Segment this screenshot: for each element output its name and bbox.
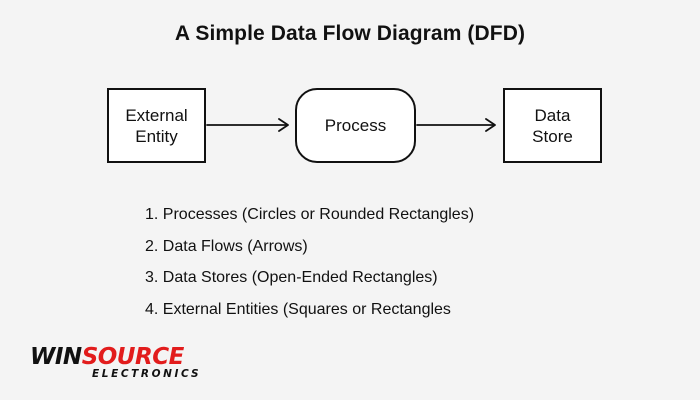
list-item: 2. Data Flows (Arrows) bbox=[145, 237, 308, 255]
logo-subtitle: ELECTRONICS bbox=[92, 368, 202, 380]
dfd-diagram: External Entity Process Data Store bbox=[107, 88, 602, 163]
arrow-entity-to-process bbox=[206, 118, 289, 132]
logo-brand-left: WIN bbox=[30, 344, 82, 370]
external-entity-box: External Entity bbox=[107, 88, 206, 163]
list-item: 3. Data Stores (Open-Ended Rectangles) bbox=[145, 269, 438, 286]
list-item: 1. Processes (Circles or Rounded Rectang… bbox=[145, 206, 475, 223]
process-label: Process bbox=[324, 116, 387, 135]
dfd-components-list: 1. Processes (Circles or Rounded Rectang… bbox=[145, 204, 474, 330]
page-title: A Simple Data Flow Diagram (DFD) bbox=[174, 22, 526, 45]
data-flow-arrows bbox=[206, 118, 496, 132]
winsource-logo: WINSOURCE ELECTRONICS bbox=[30, 344, 230, 384]
external-entity-label: External Entity bbox=[125, 105, 188, 146]
data-store-label: Data Store bbox=[532, 105, 573, 146]
arrow-process-to-store bbox=[416, 118, 496, 132]
logo-wordmark: WINSOURCE bbox=[30, 344, 184, 370]
process-node: Process bbox=[295, 88, 416, 163]
logo-brand-right: SOURCE bbox=[81, 344, 185, 370]
data-store-box: Data Store bbox=[503, 88, 602, 163]
list-item: 4. External Entities (Squares or Rectang… bbox=[145, 300, 451, 318]
